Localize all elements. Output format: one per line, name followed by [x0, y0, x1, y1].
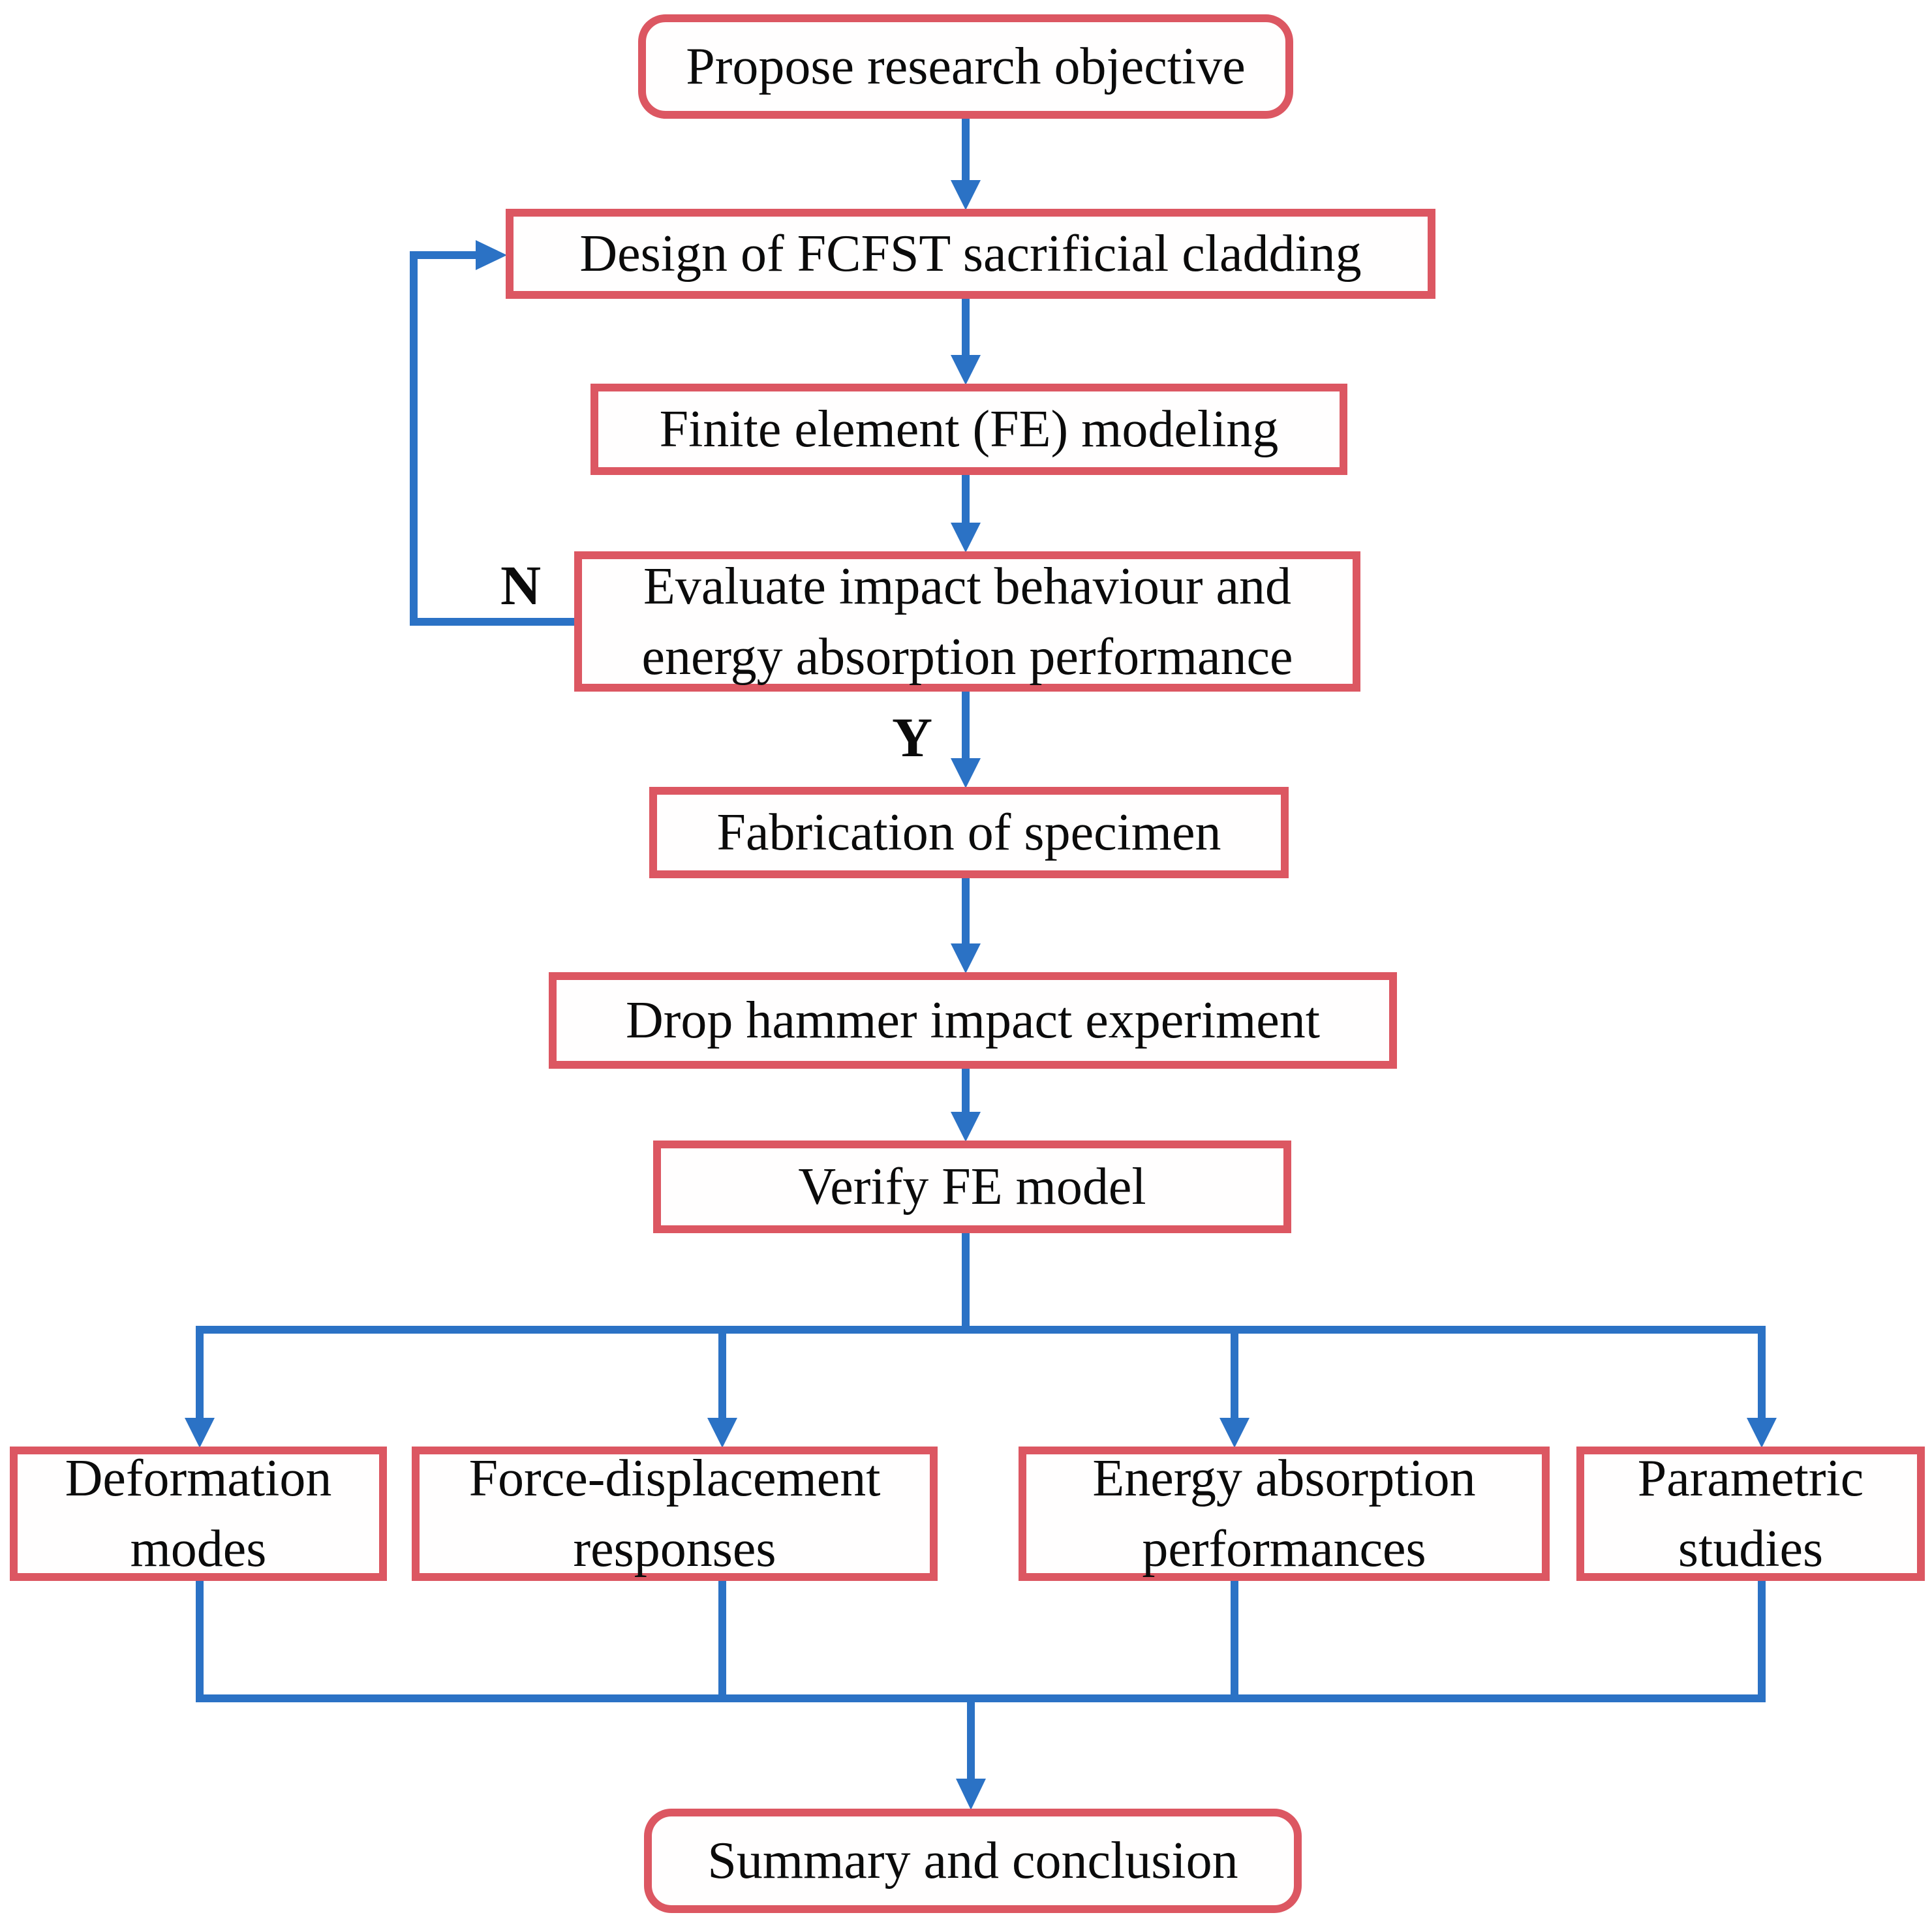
- arrow-branch-to-force-displacement: [707, 1326, 737, 1448]
- node-finite-element-modeling: Finite element (FE) modeling: [590, 384, 1347, 475]
- arrow-branch-to-energy-absorption: [1219, 1326, 1250, 1448]
- node-propose-research-objective: Propose research objective: [638, 14, 1293, 119]
- node-label: Drop hammer impact experiment: [625, 992, 1321, 1049]
- node-verify-fe-model: Verify FE model: [653, 1141, 1291, 1233]
- node-label: Fabrication of specimen: [716, 804, 1221, 861]
- node-label: Deformation modes: [65, 1450, 332, 1578]
- arrow-branch-to-deformation: [185, 1326, 215, 1448]
- node-label: Energy absorption performances: [1092, 1450, 1476, 1578]
- node-evaluate-impact-behaviour: Evaluate impact behaviour and energy abs…: [574, 551, 1360, 692]
- node-label: Design of FCFST sacrificial cladding: [579, 225, 1362, 283]
- feedback-line-n: [410, 240, 578, 626]
- arrow-converge-to-summary: [956, 1694, 986, 1810]
- node-label: Parametric studies: [1637, 1450, 1864, 1578]
- arrow-evaluate-to-fabrication: [951, 688, 981, 788]
- node-parametric-studies: Parametric studies: [1576, 1447, 1925, 1581]
- arrow-drop-hammer-to-verify: [951, 1065, 981, 1142]
- node-label: Verify FE model: [798, 1158, 1146, 1216]
- decision-label-no: N: [500, 554, 542, 617]
- node-summary-and-conclusion: Summary and conclusion: [644, 1809, 1302, 1913]
- node-label: Propose research objective: [686, 38, 1246, 95]
- node-deformation-modes: Deformation modes: [10, 1447, 387, 1581]
- node-design-fcfst-cladding: Design of FCFST sacrificial cladding: [506, 209, 1435, 299]
- decision-label-yes: Y: [891, 706, 933, 769]
- arrow-branch-to-parametric: [1747, 1326, 1777, 1448]
- node-force-displacement-responses: Force-displacement responses: [412, 1447, 938, 1581]
- node-label: Evaluate impact behaviour and energy abs…: [641, 557, 1293, 686]
- node-label: Force-displacement responses: [468, 1450, 881, 1578]
- arrow-design-to-fe-modeling: [951, 295, 981, 385]
- node-label: Finite element (FE) modeling: [659, 401, 1279, 458]
- arrow-fe-modeling-to-evaluate: [951, 471, 981, 553]
- node-energy-absorption-performances: Energy absorption performances: [1019, 1447, 1550, 1581]
- node-label: Summary and conclusion: [707, 1832, 1238, 1890]
- arrow-propose-to-design: [951, 116, 981, 210]
- arrow-fabrication-to-drop-hammer: [951, 874, 981, 973]
- node-fabrication-of-specimen: Fabrication of specimen: [649, 787, 1289, 878]
- node-drop-hammer-experiment: Drop hammer impact experiment: [549, 972, 1397, 1069]
